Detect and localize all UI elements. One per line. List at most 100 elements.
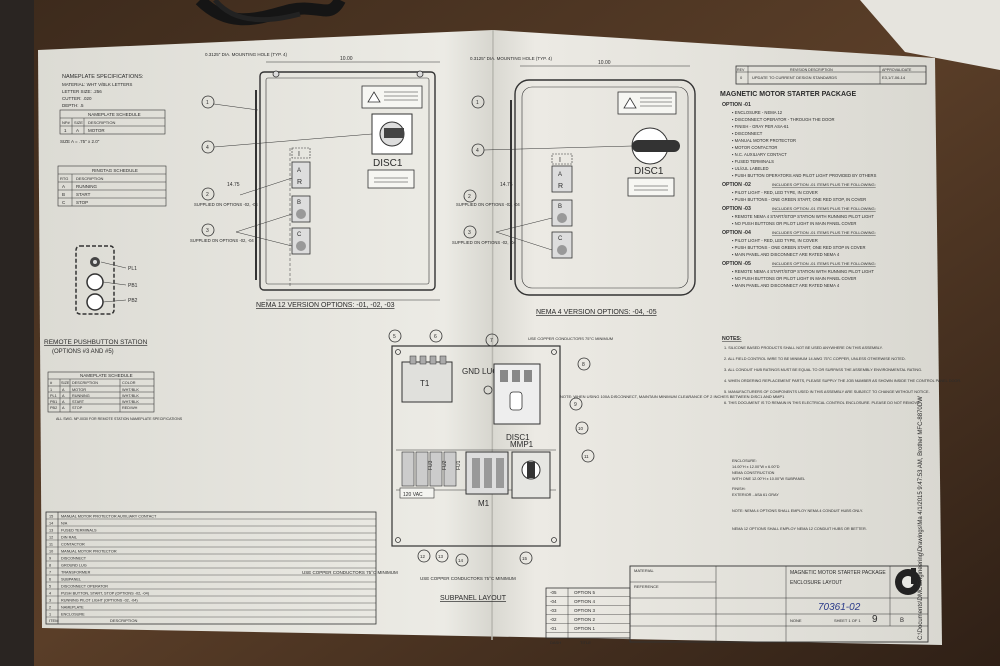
schedule-cell: RUNNING: [72, 394, 90, 398]
option-item: ▪ NO PUSH BUTTONS OR PILOT LIGHT IN MAIN…: [732, 221, 856, 226]
bom-item-number: 5: [49, 585, 51, 589]
size-note: SIZE A = .75" x 2.0": [60, 139, 100, 144]
schedule-cell: 1: [50, 388, 52, 392]
ring-label: R: [297, 179, 302, 186]
bom-item-number: 12: [49, 536, 53, 540]
balloon: 15: [519, 551, 533, 565]
option-item: ▪ MAIN PANEL AND DISCONNECT ARE RATED NE…: [732, 283, 840, 288]
nema12-enclosure-drawing: 10.00 0.3125" DIA. MOUNTING HOLE (TYP. 4…: [190, 52, 440, 309]
paper-fold: [491, 29, 494, 641]
option-item: ▪ N.C. AUXILIARY CONTACT: [732, 152, 787, 157]
subpanel-note: NOTE: WHEN USING 100A DISCONNECT, MAINTA…: [560, 394, 785, 399]
note-line: 4. WHEN ORDERING REPLACEMENT PARTS, PLEA…: [724, 379, 961, 383]
svg-text:12: 12: [420, 554, 426, 559]
schedule-cell: B: [62, 192, 65, 197]
balloon: 14: [455, 553, 469, 567]
schedule-cell: MOTOR: [72, 388, 86, 392]
schedule-cell: 1: [64, 128, 67, 133]
schedule-cell: A: [76, 128, 79, 133]
schedule-cell: A: [62, 388, 65, 392]
schedule-cell: C: [62, 200, 66, 205]
schedule-cell: PB2: [50, 406, 57, 410]
title-block: MATERIAL REFERENCE MAGNETIC MOTOR STARTE…: [629, 565, 929, 643]
dash-code: -05: [550, 590, 557, 595]
svg-text:7: 7: [490, 338, 493, 344]
svg-text:3: 3: [206, 228, 209, 234]
height-dimension: 14.75: [227, 182, 240, 188]
dash-code: -04: [550, 599, 557, 604]
svg-text:15: 15: [522, 556, 528, 561]
enclosure-line: WITH ONE 12.00"H x 10.00"W SUBPANEL: [732, 477, 805, 481]
bom-item-description: ENCLOSURE: [61, 613, 85, 617]
roman-label: I: [559, 157, 561, 164]
ring-label: C: [297, 232, 302, 238]
dash-code: -02: [550, 617, 557, 622]
bom-item-description: N/A: [61, 522, 68, 526]
scale-value: NONE: [790, 618, 802, 623]
svg-text:10: 10: [578, 426, 584, 431]
nema4-enclosure-drawing: 10.00 0.3125" DIA. MOUNTING HOLE (TYP. 4…: [452, 56, 696, 316]
dash-footer-label: DASH: [550, 640, 561, 645]
drawing-title: MAGNETIC MOTOR STARTER PACKAGE: [790, 570, 886, 576]
schedule-cell: STOP: [72, 406, 83, 410]
size-value: B: [900, 618, 904, 624]
schedule-cell: A: [62, 406, 65, 410]
dash-title: OPTION 5: [574, 590, 596, 595]
supplied-note: SUPPLIED ON OPTIONS -02, -04: [190, 238, 254, 243]
nameplate-spec-line: DEPTH: .5: [62, 103, 84, 108]
schedule-header-cell: COLOR: [122, 381, 136, 385]
bom-item-description: MANUAL MOTOR PROTECTOR AUXILIARY CONTACT: [61, 515, 157, 519]
black-cable-2: [213, 0, 301, 23]
bom-item-description: NAMEPLATE: [61, 606, 84, 610]
balloon: 7: [485, 333, 499, 347]
disc-label: DISC1: [373, 158, 403, 169]
option-item: ▪ PILOT LIGHT - RED, LED TYPE, IN COVER: [732, 238, 818, 243]
reference-label: REFERENCE: [634, 584, 659, 589]
package-title: MAGNETIC MOTOR STARTER PACKAGE: [720, 91, 856, 98]
bom-item-number: 1: [49, 613, 51, 617]
remote-pushbutton-station: PL1 PB1 PB2 REMOTE PUSHBUTTON STATION (O…: [44, 245, 148, 355]
option-item: ▪ PUSH BUTTON OPERATORS AND PILOT LIGHT …: [732, 173, 877, 178]
option-note: INCLUDES OPTION -01 ITEMS PLUS THE FOLLO…: [772, 261, 876, 266]
nameplate-spec-title: NAMEPLATE SPECIFICATIONS:: [62, 74, 144, 80]
balloon: 5: [388, 329, 402, 343]
disc-label: DISC1: [634, 166, 664, 177]
schedule-header-cell: DESCRIPTION: [72, 381, 98, 385]
vac-label: 120 VAC: [403, 492, 423, 498]
dash-title: OPTION 2: [574, 617, 596, 622]
hub-note: NOTE: NEMA 4 OPTIONS SHALL EMPLOY NEMA 4…: [732, 509, 863, 513]
svg-text:3: 3: [468, 230, 471, 236]
bom-item-number: 8: [49, 564, 51, 568]
option-item: ▪ MANUAL MOTOR PROTECTOR: [732, 138, 796, 143]
bom-item-number: 7: [49, 571, 51, 575]
material-label: MATERIAL: [634, 568, 654, 573]
subpanel-layout: T1 GND LUG DISC1 USE COPPER CONDUCTORS 7…: [302, 329, 785, 602]
ring-label: A: [558, 172, 562, 178]
note-line: 3. ALL CONDUIT HUB RATINGS MUST BE EQUAL…: [724, 368, 922, 372]
option-item: ▪ MAIN PANEL AND DISCONNECT ARE RATED NE…: [732, 252, 840, 257]
option-note: INCLUDES OPTION -01 ITEMS PLUS THE FOLLO…: [772, 230, 876, 235]
balloon: 8: [577, 357, 591, 371]
desk-corner-object: [860, 0, 1000, 70]
ring-label: R: [558, 183, 563, 190]
sheet-value: SHEET 1 OF 1: [834, 618, 861, 623]
enclosure-line: 14.00"H x 12.00"W x 6.00"D: [732, 465, 780, 469]
option-item: ▪ REMOTE NEMA 4 START/STOP STATION WITH …: [732, 214, 874, 219]
fuse-label: FU1: [456, 460, 462, 470]
schedule-title: NAMEPLATE SCHEDULE: [88, 112, 141, 117]
svg-text:5: 5: [393, 334, 396, 340]
balloon: 12: [417, 549, 431, 563]
drawing-subtitle: ENCLOSURE LAYOUT: [790, 580, 842, 586]
nema4-caption: NEMA 4 VERSION OPTIONS: -04, -05: [536, 309, 657, 316]
bom-item-number: 4: [49, 592, 51, 596]
bom-item-number: 15: [49, 515, 53, 519]
subpanel-caption: SUBPANEL LAYOUT: [440, 595, 507, 602]
bom-item-description: RUNNING PILOT LIGHT (OPTIONS -02, -04): [61, 599, 138, 603]
bom-item-description: TRANSFORMER: [61, 571, 91, 575]
option-item: ▪ NO PUSH BUTTONS OR PILOT LIGHT IN MAIN…: [732, 276, 856, 281]
balloon: 13: [435, 549, 449, 563]
svg-text:4: 4: [206, 145, 209, 151]
note-line: 6. THIS DOCUMENT IS TO REMAIN IN THIS EL…: [724, 401, 921, 405]
